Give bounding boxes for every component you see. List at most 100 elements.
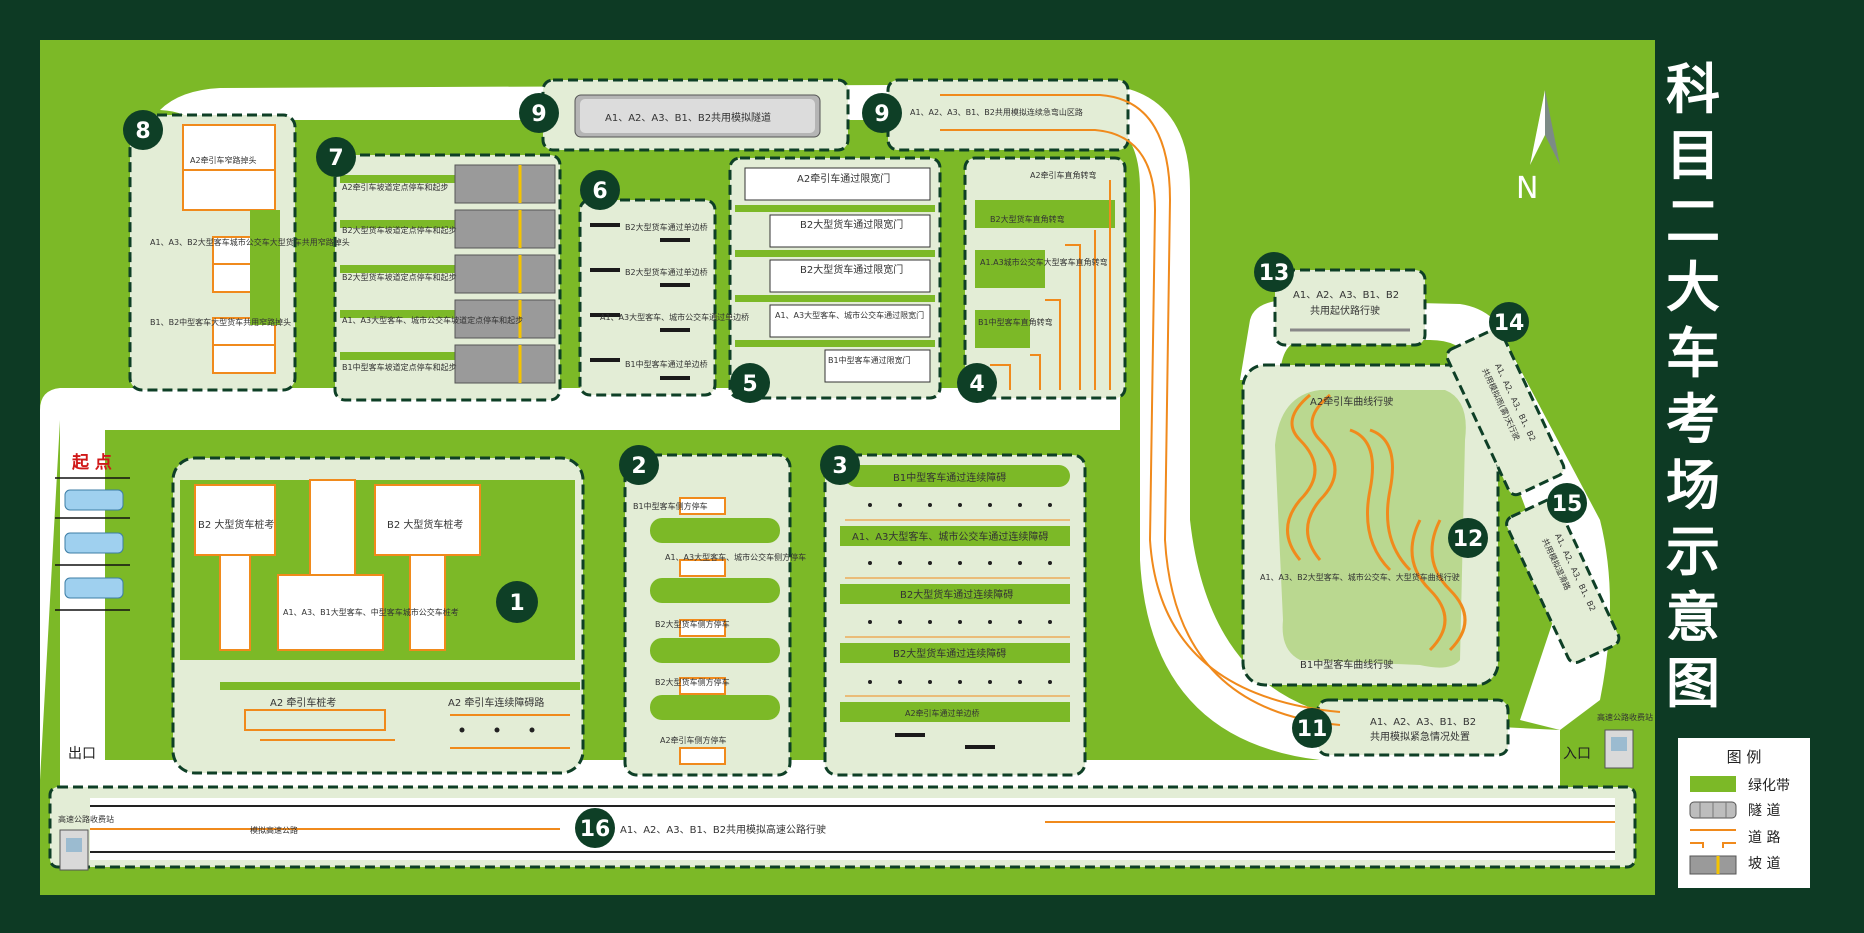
- svg-text:9: 9: [531, 102, 546, 127]
- zone-12-area: [1241, 363, 1500, 687]
- zone-2-item-2: A1、A3大型客车、城市公交车侧方停车: [665, 552, 806, 562]
- zone-11-line-2: 共用模拟紧急情况处置: [1370, 730, 1470, 743]
- zone-9a-label: A1、A2、A3、B1、B2共用模拟隧道: [605, 111, 771, 124]
- booth-entry-label: 高速公路收费站: [1597, 712, 1653, 722]
- svg-text:14: 14: [1494, 311, 1525, 336]
- zone-8: A2牵引车窄路掉头 A1、A3、B2大型客车城市公交车大型货车共用窄路掉头 B1…: [150, 124, 350, 374]
- title-char: 考: [1666, 388, 1720, 451]
- compass-label: N: [1516, 171, 1538, 206]
- zone-13-line-2: 共用起伏路行驶: [1310, 304, 1380, 317]
- svg-text:12: 12: [1453, 527, 1484, 552]
- badge-9b: 9: [862, 93, 902, 133]
- title-char: 意: [1666, 586, 1720, 649]
- zone-16: [90, 798, 1615, 860]
- zone-5-item-4: A1、A3大型客车、城市公交车通过限宽门: [775, 310, 924, 320]
- zone-1: [180, 479, 580, 749]
- zone-6-item-1: B2大型货车通过单边桥: [625, 222, 708, 232]
- zone-7-item-3: B2大型货车坡道定点停车和起步: [342, 272, 457, 282]
- badge-11: 11: [1292, 708, 1332, 748]
- svg-text:5: 5: [742, 372, 757, 397]
- zone-1-bottom-right-label: A2 牵引车连续障碍路: [448, 696, 544, 709]
- zone-8-item-3: B1、B2中型客车大型货车共用窄路掉头: [150, 317, 291, 327]
- zone-5-item-1: A2牵引车通过限宽门: [797, 172, 890, 185]
- svg-text:13: 13: [1259, 261, 1290, 286]
- zone-13-line-1: A1、A2、A3、B1、B2: [1293, 290, 1399, 301]
- zone-2: [650, 497, 780, 765]
- start-label: 起 点: [71, 452, 112, 473]
- booth-exit-label: 高速公路收费站: [58, 814, 114, 824]
- bus-icon: [64, 532, 124, 554]
- zone-9b-label: A1、A2、A3、B1、B2共用模拟连续急弯山区路: [910, 107, 1083, 117]
- svg-text:16: 16: [580, 817, 611, 842]
- zone-16-label: A1、A2、A3、B1、B2共用模拟高速公路行驶: [620, 823, 826, 836]
- bus-icon: [64, 577, 124, 599]
- zone-8-item-2: A1、A3、B2大型客车城市公交车大型货车共用窄路掉头: [150, 237, 350, 247]
- exit-label: 出口: [68, 746, 96, 762]
- entry-label: 入口: [1563, 746, 1591, 762]
- svg-text:3: 3: [832, 454, 847, 479]
- zone-15-area: [1505, 498, 1621, 665]
- svg-text:15: 15: [1552, 492, 1583, 517]
- zone-2-item-3: B2大型货车侧方停车: [655, 619, 730, 629]
- badge-14: 14: [1489, 302, 1529, 342]
- badge-5: 5: [730, 363, 770, 403]
- booth-exit: [59, 829, 89, 871]
- zone-14-area: [1445, 328, 1566, 497]
- badge-1: 1: [496, 581, 538, 623]
- badge-4: 4: [957, 363, 997, 403]
- zone-12-mid-label: A1、A3、B2大型客车、城市公交车、大型货车曲线行驶: [1260, 572, 1460, 582]
- bus-icon: [64, 489, 124, 511]
- zone-3-item-5: A2牵引车通过单边桥: [905, 708, 980, 718]
- badge-13: 13: [1254, 252, 1294, 292]
- legend-item-tunnel: 隧 道: [1748, 803, 1780, 819]
- zone-1-center-label: A1、A3、B1大型客车、中型客车城市公交车桩考: [283, 607, 459, 617]
- zone-6-item-4: B1中型客车通过单边桥: [625, 359, 708, 369]
- zone-1-right-label: B2 大型货车桩考: [387, 518, 463, 531]
- zone-2-item-4: B2大型货车侧方停车: [655, 677, 730, 687]
- zone-6-item-3: A1、A3大型客车、城市公交车通过单边桥: [600, 312, 749, 322]
- badge-2: 2: [619, 445, 659, 485]
- zone-4: A2牵引车直角转弯 B2大型货车直角转弯 A1.A3城市公交车大型客车直角转弯 …: [975, 170, 1115, 390]
- zone-3: [840, 465, 1070, 749]
- svg-text:4: 4: [969, 372, 984, 397]
- title-char: 科: [1666, 58, 1720, 121]
- legend-item-road: 道 路: [1748, 830, 1780, 846]
- zone-7-item-4: A1、A3大型客车、城市公交车坡道定点停车和起步: [342, 315, 523, 325]
- map-title: 科 目 二 大 车 考 场 示 意 图: [1666, 58, 1720, 715]
- svg-text:1: 1: [509, 591, 524, 616]
- zone-3-item-1: B1中型客车通过连续障碍: [893, 471, 1006, 484]
- zone-7-item-1: A2牵引车坡道定点停车和起步: [342, 182, 449, 192]
- title-char: 图: [1666, 652, 1720, 715]
- zone-3-item-2: A1、A3大型客车、城市公交车通过连续障碍: [852, 530, 1048, 543]
- badge-6: 6: [580, 170, 620, 210]
- badge-12: 12: [1448, 518, 1488, 558]
- zone-3-item-4: B2大型货车通过连续障碍: [893, 647, 1006, 660]
- zone-1-left-label: B2 大型货车桩考: [198, 518, 274, 531]
- zone-7: A2牵引车坡道定点停车和起步 B2大型货车坡道定点停车和起步 B2大型货车坡道定…: [340, 164, 556, 384]
- zone-8-item-1: A2牵引车窄路掉头: [190, 155, 257, 165]
- zone-9a: [574, 94, 821, 138]
- badge-9a: 9: [519, 93, 559, 133]
- zone-5: [735, 167, 935, 383]
- zone-4-item-4: B1中型客车直角转弯: [978, 317, 1053, 327]
- zone-16-sub-label: 模拟高速公路: [250, 825, 298, 835]
- zone-badges: 8 7 6 9 9 5 4 1 2 3 13 14 15 12 11 16: [123, 93, 1587, 848]
- zone-12: [1275, 390, 1467, 668]
- zone-12-bottom-label: B1中型客车曲线行驶: [1300, 658, 1393, 671]
- zone-4-item-2: B2大型货车直角转弯: [990, 214, 1065, 224]
- title-char: 二: [1666, 190, 1720, 253]
- svg-text:8: 8: [135, 119, 150, 144]
- zone-3-area: [823, 453, 1087, 777]
- zone-5-item-2: B2大型货车通过限宽门: [800, 218, 903, 231]
- zone-1-bottom-left-label: A2 牵引车桩考: [270, 696, 336, 709]
- legend-item-slope: 坡 道: [1748, 856, 1780, 872]
- badge-3: 3: [820, 445, 860, 485]
- svg-text:7: 7: [328, 146, 343, 171]
- legend-item-greenbelt: 绿化带: [1748, 778, 1790, 794]
- zone-4-item-3: A1.A3城市公交车大型客车直角转弯: [980, 257, 1108, 267]
- badge-8: 8: [123, 110, 163, 150]
- legend: 图 例 绿化带 隧 道 道 路 坡 道: [1678, 738, 1810, 888]
- zone-4-item-1: A2牵引车直角转弯: [1030, 170, 1097, 180]
- mountain-road-lines: [940, 94, 1341, 726]
